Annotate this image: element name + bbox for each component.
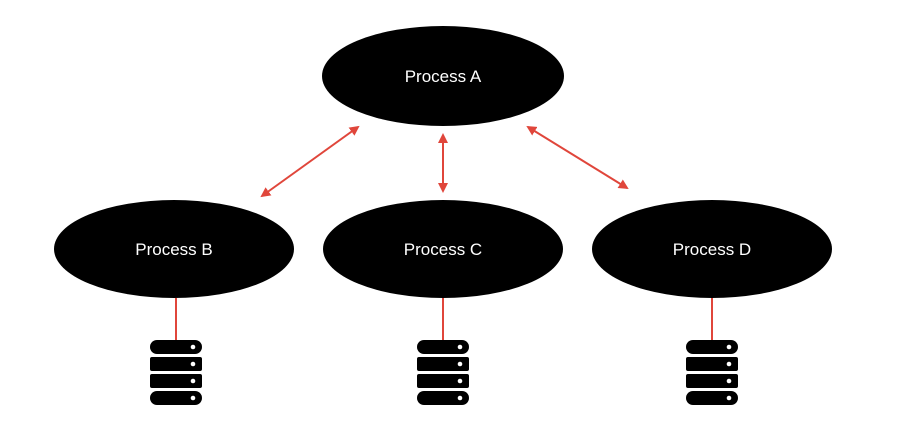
database-icon <box>686 340 738 405</box>
database-icon <box>417 340 469 405</box>
database-icon <box>150 340 202 405</box>
node-label-process-b: Process B <box>135 240 212 259</box>
connector-a-d <box>526 125 629 190</box>
node-label-process-d: Process D <box>673 240 751 259</box>
node-label-process-c: Process C <box>404 240 482 259</box>
connector-a-b <box>260 125 360 198</box>
node-label-process-a: Process A <box>405 67 482 86</box>
node-process-b[interactable]: Process B <box>54 200 294 298</box>
node-process-d[interactable]: Process D <box>592 200 832 298</box>
node-process-c[interactable]: Process C <box>323 200 563 298</box>
node-process-a[interactable]: Process A <box>322 26 564 126</box>
